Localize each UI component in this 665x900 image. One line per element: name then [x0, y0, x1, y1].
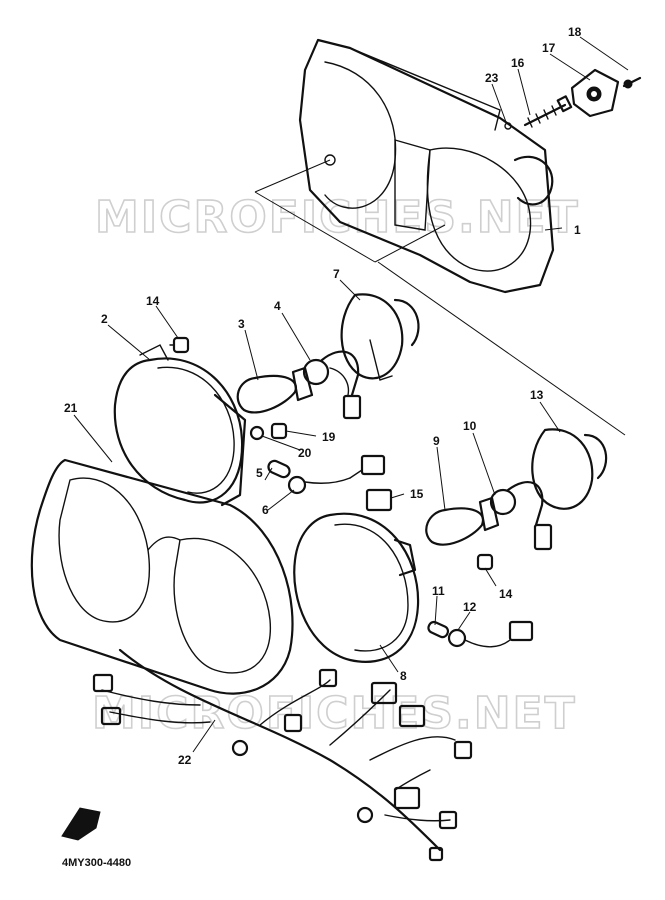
washer-20[interactable]: [249, 425, 265, 441]
callout-20: 20: [298, 446, 312, 460]
bulb-socket-bolt-lower[interactable]: [476, 553, 494, 571]
connector-15[interactable]: [365, 488, 393, 512]
callout-7: 7: [333, 267, 340, 281]
callout-21: 21: [64, 401, 78, 415]
screw-18[interactable]: [622, 76, 642, 89]
bulb-socket-right[interactable]: [489, 481, 553, 551]
callout-13: 13: [530, 388, 544, 402]
callout-3: 3: [238, 317, 245, 331]
watermark-top: MICROFICHES.NET: [95, 192, 580, 243]
callout-15: 15: [410, 487, 424, 501]
callout-22: 22: [178, 753, 192, 767]
position-bulb-socket[interactable]: [287, 475, 351, 495]
callout-11: 11: [432, 584, 445, 598]
position-socket-right[interactable]: [447, 620, 534, 648]
callout-2: 2: [101, 312, 108, 326]
harness-clip[interactable]: [61, 807, 101, 841]
callout-12: 12: [463, 600, 477, 614]
callout-4: 4: [274, 299, 281, 313]
callout-19: 19: [322, 430, 336, 444]
callout-14-lower: 14: [499, 587, 513, 601]
callout-8: 8: [400, 669, 407, 683]
adjuster-bracket[interactable]: [570, 68, 620, 118]
bulb-cover-right[interactable]: [531, 428, 608, 510]
callout-16: 16: [511, 56, 525, 70]
callout-10: 10: [463, 419, 477, 433]
nut-19[interactable]: [270, 422, 288, 440]
callout-17: 17: [542, 41, 556, 55]
bulb-cover-left[interactable]: [340, 293, 420, 381]
callout-14-upper: 14: [146, 294, 160, 308]
headlight-bulb-left[interactable]: [236, 366, 314, 414]
headlight-bulb-right[interactable]: [425, 496, 500, 546]
callout-18: 18: [568, 25, 582, 39]
bulb-socket-left[interactable]: [302, 350, 362, 420]
callout-6: 6: [262, 503, 269, 517]
callout-23: 23: [485, 71, 499, 85]
callout-1: 1: [574, 223, 581, 237]
left-headlight-unit[interactable]: [113, 344, 247, 507]
drawing-code: 4MY300-4480: [62, 857, 131, 869]
washer-23[interactable]: [504, 122, 512, 130]
bulb-socket-bolt-upper[interactable]: [169, 336, 190, 354]
position-bulb[interactable]: [266, 459, 291, 479]
headlight-wiring-harness[interactable]: [92, 648, 473, 862]
headlight-housing[interactable]: [298, 38, 555, 294]
watermark-bottom: MICROFICHES.NET: [92, 688, 577, 739]
socket-connector[interactable]: [349, 454, 386, 479]
right-headlight-unit[interactable]: [293, 512, 420, 663]
callout-5: 5: [256, 466, 263, 480]
callout-9: 9: [433, 434, 440, 448]
headlight-bezel[interactable]: [30, 458, 294, 695]
adjusting-screw[interactable]: [523, 95, 573, 128]
position-bulb-right[interactable]: [427, 620, 450, 639]
